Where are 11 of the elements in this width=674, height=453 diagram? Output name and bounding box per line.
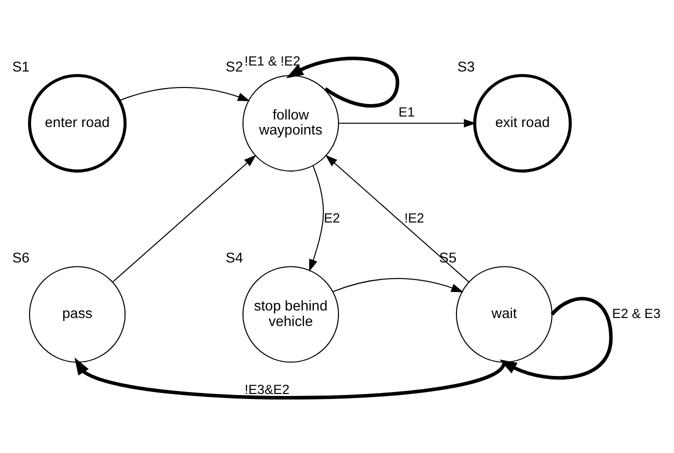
node-label: S4 [226, 250, 244, 267]
edge-label: !E2 [404, 210, 424, 226]
edge-label: !E1 & !E2 [244, 54, 300, 69]
edge-label: E2 [324, 210, 340, 226]
edge-label: E1 [398, 104, 415, 120]
node-label: S3 [457, 60, 475, 76]
node-label: S1 [12, 60, 30, 76]
node-label: S6 [12, 250, 30, 267]
edge-label: !E3&E2 [244, 382, 290, 398]
edge-label: E2 & E3 [612, 306, 661, 321]
node-label: S2 [226, 60, 244, 76]
